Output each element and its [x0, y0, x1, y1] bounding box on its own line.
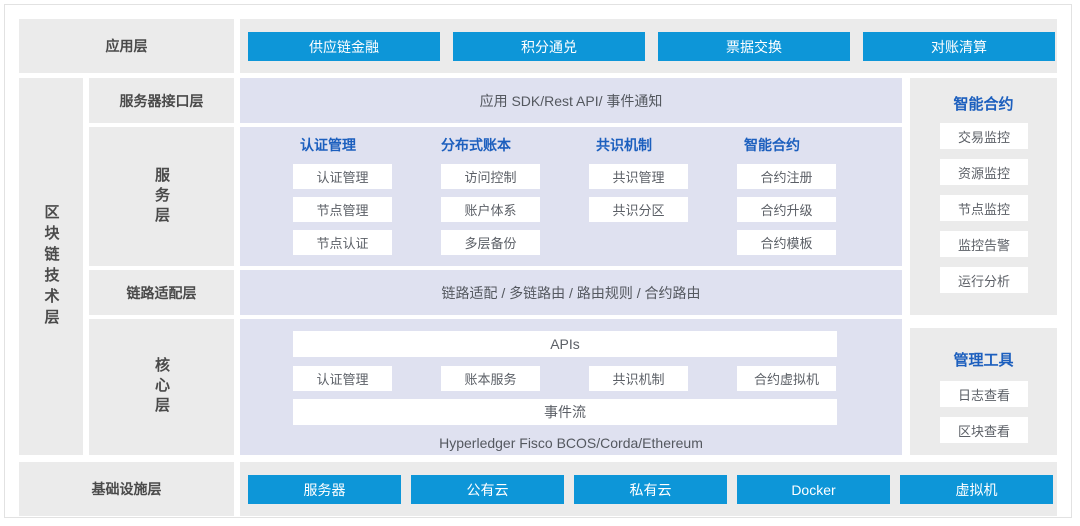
infra-item-2[interactable]: 私有云: [574, 475, 727, 504]
service-card-2-1[interactable]: 共识分区: [589, 197, 688, 222]
link-adaptation-layer-label: 链路适配层: [89, 270, 234, 315]
side-panel-1-heading: 管理工具: [953, 352, 1014, 369]
side-panel-0-item-3[interactable]: 监控告警: [940, 231, 1028, 257]
app-item-3[interactable]: 对账清算: [863, 32, 1055, 61]
side-panel-0-item-4[interactable]: 运行分析: [940, 267, 1028, 293]
infra-item-4[interactable]: 虚拟机: [900, 475, 1053, 504]
core-apis-card[interactable]: APIs: [293, 331, 837, 357]
server-interface-layer-label: 服务器接口层: [89, 78, 234, 123]
side-panel-0-item-2[interactable]: 节点监控: [940, 195, 1028, 221]
infrastructure-layer-label: 基础设施层: [19, 462, 234, 516]
service-layer-label: 服务层: [89, 127, 234, 266]
service-card-3-2[interactable]: 合约模板: [737, 230, 836, 255]
side-panel-0-heading: 智能合约: [953, 96, 1014, 113]
service-column-heading-0: 认证管理: [300, 137, 356, 153]
service-column-heading-3: 智能合约: [744, 137, 800, 153]
service-card-1-0[interactable]: 访问控制: [441, 164, 540, 189]
service-card-0-1[interactable]: 节点管理: [293, 197, 392, 222]
core-event-stream-card[interactable]: 事件流: [293, 399, 837, 425]
link-adaptation-layer-content: 链路适配 / 多链路由 / 路由规则 / 合约路由: [240, 270, 902, 315]
service-column-heading-2: 共识机制: [596, 137, 652, 153]
app-item-1[interactable]: 积分通兑: [453, 32, 645, 61]
service-card-0-0[interactable]: 认证管理: [293, 164, 392, 189]
core-service-card-3[interactable]: 合约虚拟机: [737, 366, 836, 391]
side-panel-0-item-1[interactable]: 资源监控: [940, 159, 1028, 185]
blockchain-tech-layer-spine: 区块链技术层: [19, 78, 83, 455]
side-panel-1-item-1[interactable]: 区块查看: [940, 417, 1028, 443]
service-card-1-1[interactable]: 账户体系: [441, 197, 540, 222]
core-service-card-2[interactable]: 共识机制: [589, 366, 688, 391]
service-card-3-0[interactable]: 合约注册: [737, 164, 836, 189]
core-service-card-1[interactable]: 账本服务: [441, 366, 540, 391]
core-platforms-text: Hyperledger Fisco BCOS/Corda/Ethereum: [439, 435, 703, 451]
application-layer-label: 应用层: [19, 19, 234, 73]
core-layer-label: 核心层: [89, 319, 234, 455]
app-item-0[interactable]: 供应链金融: [248, 32, 440, 61]
diagram-frame: 应用层 供应链金融 积分通兑 票据交换 对账清算 区块链技术层 服务器接口层 应…: [4, 4, 1072, 518]
server-interface-layer-content: 应用 SDK/Rest API/ 事件通知: [240, 78, 902, 123]
infra-item-3[interactable]: Docker: [737, 475, 890, 504]
infra-item-1[interactable]: 公有云: [411, 475, 564, 504]
core-service-card-0[interactable]: 认证管理: [293, 366, 392, 391]
side-panel-1-item-0[interactable]: 日志查看: [940, 381, 1028, 407]
service-card-0-2[interactable]: 节点认证: [293, 230, 392, 255]
service-column-heading-1: 分布式账本: [441, 137, 511, 153]
service-card-1-2[interactable]: 多层备份: [441, 230, 540, 255]
app-item-2[interactable]: 票据交换: [658, 32, 850, 61]
service-card-3-1[interactable]: 合约升级: [737, 197, 836, 222]
side-panel-0-item-0[interactable]: 交易监控: [940, 123, 1028, 149]
service-card-2-0[interactable]: 共识管理: [589, 164, 688, 189]
infra-item-0[interactable]: 服务器: [248, 475, 401, 504]
